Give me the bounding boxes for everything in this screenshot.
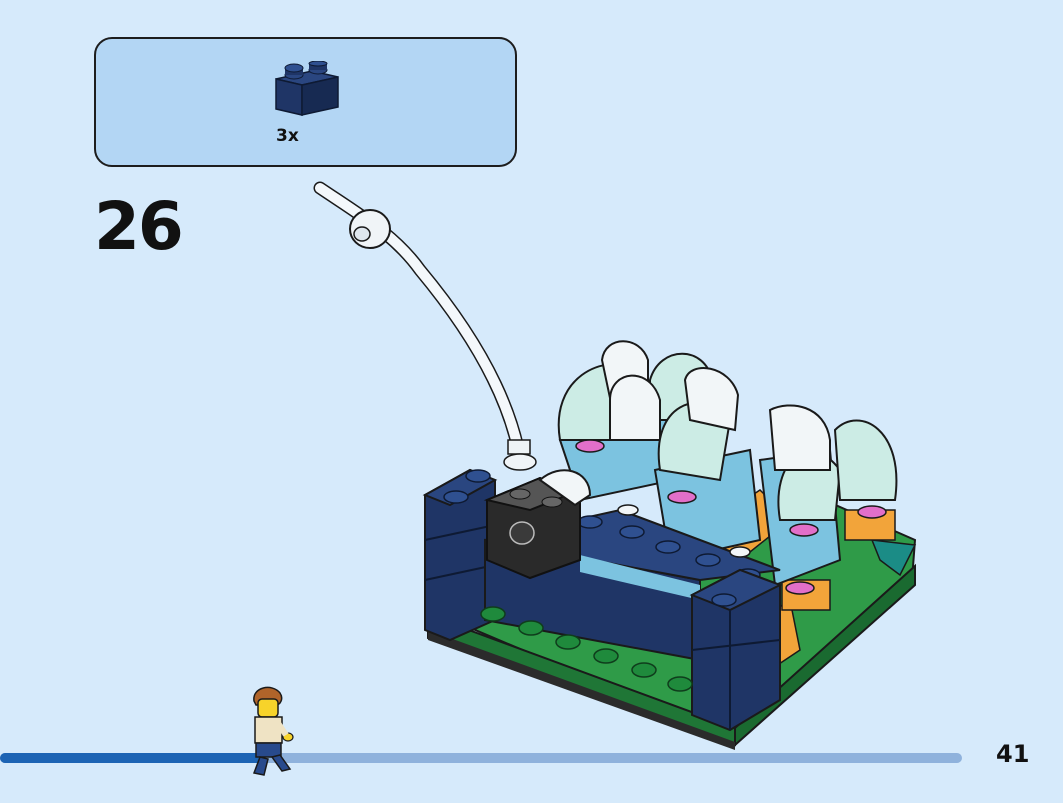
step-number: 26 [94,188,184,265]
part-quantity: 3x [276,126,299,146]
minifigure-progress-marker-icon [252,686,294,776]
progress-bar-fill [0,753,260,763]
progress-bar-track [0,753,962,763]
page-number: 41 [996,740,1030,768]
parts-callout-box: 3x [94,37,517,167]
dark-blue-brick-icon [275,61,339,116]
